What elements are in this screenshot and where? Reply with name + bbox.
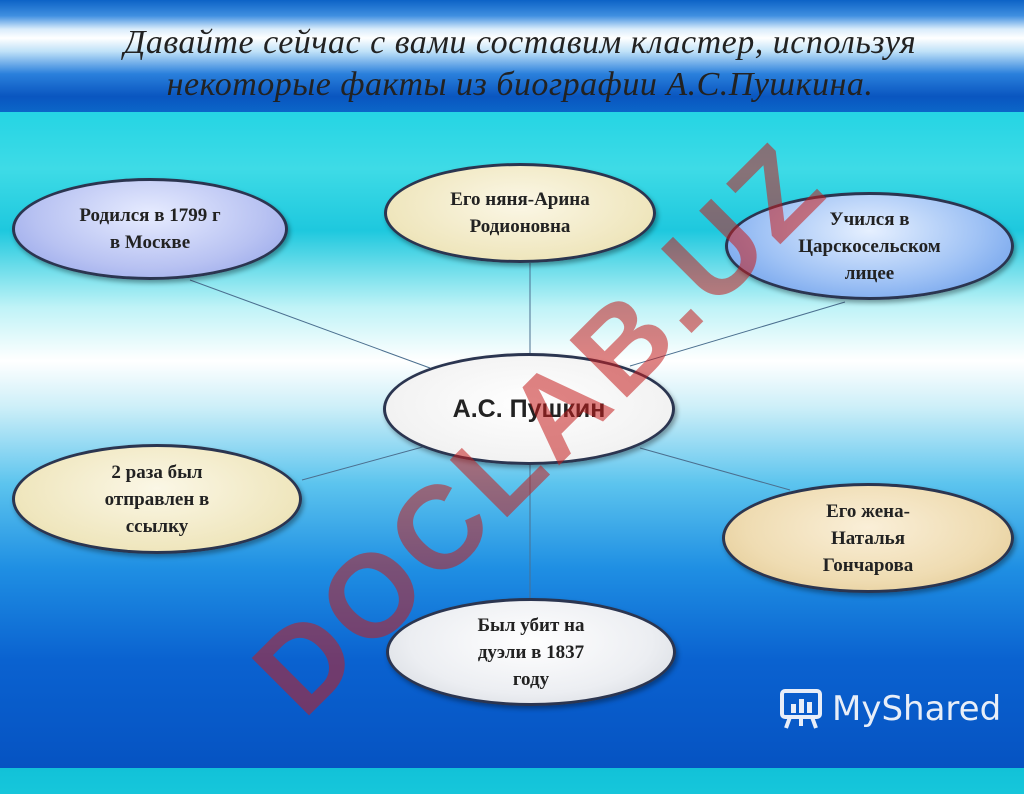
connector-born: [189, 279, 431, 369]
node-exile-line-1: 2 раза был: [111, 461, 203, 483]
node-nanny: Его няня-Арина Родионовна: [384, 163, 656, 263]
node-lyceum-line-2: Царскосельском: [798, 235, 941, 257]
node-born-line-1: Родился в 1799 г: [79, 205, 221, 226]
node-center: А.С. Пушкин: [383, 353, 675, 465]
connector-wife: [639, 447, 791, 491]
brand-logo[interactable]: MyShared: [778, 686, 1001, 732]
node-wife-line-1: Его жена-: [826, 500, 910, 522]
node-exile-line-2: отправлен в: [104, 488, 210, 510]
presentation-board-icon: [780, 689, 822, 729]
node-duel-line-2: дуэли в 1837: [477, 641, 585, 663]
node-duel-line-1: Был убит на: [477, 614, 585, 636]
node-nanny-line-1: Его няня-Арина: [450, 189, 590, 210]
node-exile: 2 раза был отправлен в ссылку: [12, 444, 302, 554]
node-born: Родился в 1799 г в Москве: [12, 178, 288, 280]
node-born-line-2: в Москве: [109, 232, 191, 253]
slide-title: Давайте сейчас с вами составим кластер, …: [123, 24, 917, 103]
node-nanny-line-2: Родионовна: [469, 216, 571, 237]
node-duel-line-3: году: [512, 668, 550, 690]
connector-lyceum: [629, 301, 846, 367]
node-wife: Его жена- Наталья Гончарова: [722, 483, 1014, 593]
node-lyceum-line-3: лицее: [844, 262, 895, 284]
node-duel: Был убит на дуэли в 1837 году: [386, 598, 676, 706]
node-exile-line-3: ссылку: [125, 515, 189, 537]
cluster-connectors: [189, 263, 846, 598]
brand-name: MyShared: [832, 689, 1002, 729]
node-wife-line-2: Наталья: [830, 527, 905, 549]
node-lyceum: Учился в Царскосельском лицее: [725, 192, 1014, 300]
node-center-label: А.С. Пушкин: [452, 394, 606, 423]
connector-exile: [301, 444, 431, 481]
node-wife-line-3: Гончарова: [822, 554, 914, 576]
title-band: [0, 0, 1024, 112]
node-lyceum-line-1: Учился в: [829, 208, 910, 230]
